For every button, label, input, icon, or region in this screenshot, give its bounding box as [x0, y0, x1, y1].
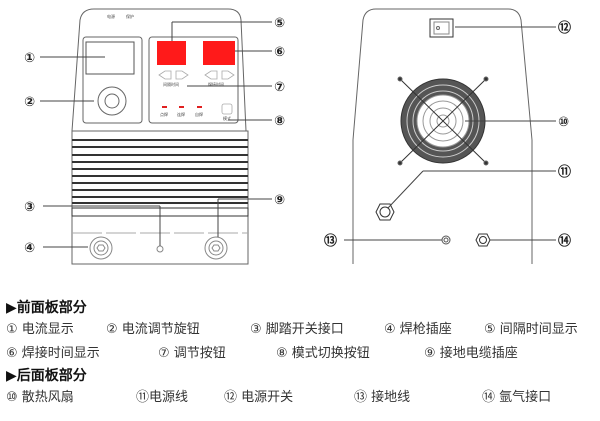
power-switch	[429, 18, 454, 38]
cooling-fins	[72, 139, 248, 204]
callout-3: ③	[24, 200, 35, 215]
interval-time-display	[157, 41, 186, 65]
legend-item: ④ 焊枪插座	[384, 322, 452, 337]
callout-13: ⑬	[324, 233, 337, 249]
back-housing	[352, 8, 533, 264]
label-continuous: 连焊	[177, 111, 185, 117]
interval-up-button[interactable]	[175, 70, 189, 80]
callout-10: ⑩	[558, 115, 569, 130]
callout-1: ①	[24, 51, 35, 66]
current-display	[85, 41, 135, 75]
foot-pedal-port-icon	[156, 245, 164, 253]
callout-4: ④	[24, 241, 35, 256]
legend-item: ⑧ 模式切换按钮	[276, 346, 370, 361]
led-continuous	[179, 106, 184, 108]
legend-item: ⑨ 接地电缆插座	[424, 346, 518, 361]
legend: ▶前面板部分 ① 电流显示 ② 电流调节旋钮 ③ 脚踏开关接口 ④ 焊枪插座 ⑤…	[6, 298, 600, 410]
weld-down-button[interactable]	[204, 70, 218, 80]
legend-item: ⑩ 散热风扇	[6, 390, 74, 405]
led-auto	[197, 106, 202, 108]
legend-item: ③ 脚踏开关接口	[250, 322, 344, 337]
argon-port-icon	[475, 233, 491, 247]
front-panel-title: ▶前面板部分	[6, 300, 87, 316]
label-interval-time: 间隔时间	[163, 81, 179, 87]
legend-item: ⑥ 焊接时间显示	[6, 346, 100, 361]
led-spot	[162, 106, 167, 108]
label-weld-time: 焊接时间	[208, 81, 224, 87]
label-power: 电源	[107, 13, 115, 19]
legend-item: ⑦ 调节按钮	[158, 346, 226, 361]
ground-terminal-icon	[441, 235, 451, 245]
front-top-housing	[71, 8, 247, 132]
callout-6: ⑥	[274, 45, 285, 60]
callout-7: ⑦	[274, 80, 285, 95]
right-panel	[148, 36, 239, 124]
callout-9: ⑨	[274, 193, 285, 208]
legend-item: ① 电流显示	[6, 322, 74, 337]
torch-socket-icon	[89, 236, 113, 260]
back-panel-title: ▶后面板部分	[6, 368, 87, 384]
label-spot: 点焊	[160, 111, 168, 117]
front-legend-row-1: ① 电流显示 ② 电流调节旋钮 ③ 脚踏开关接口 ④ 焊枪插座 ⑤ 间隔时间显示	[6, 318, 600, 342]
mode-button[interactable]	[221, 103, 233, 115]
machine-diagram: 电源 保护 间隔时间 焊接时间 点焊 连焊 自焊 模式 ① ② ③ ④ ⑤ ⑥ …	[24, 8, 571, 265]
ground-socket-icon	[204, 236, 228, 260]
callout-12: ⑫	[558, 20, 571, 36]
current-knob	[97, 86, 127, 116]
callout-5: ⑤	[274, 16, 285, 31]
callout-11: ⑪	[558, 164, 571, 180]
legend-item: ⑬ 接地线	[354, 390, 411, 405]
weld-time-display	[203, 41, 235, 65]
back-legend-row: ⑩ 散热风扇 ⑪电源线 ⑫ 电源开关 ⑬ 接地线 ⑭ 氩气接口	[6, 386, 600, 410]
callout-8: ⑧	[274, 114, 285, 129]
legend-item: ② 电流调节旋钮	[106, 322, 200, 337]
weld-up-button[interactable]	[221, 70, 235, 80]
legend-item: ⑫ 电源开关	[224, 390, 294, 405]
legend-item: ⑪电源线	[136, 390, 189, 405]
callout-2: ②	[24, 95, 35, 110]
legend-item: ⑭ 氩气接口	[482, 390, 552, 405]
label-auto: 自焊	[195, 111, 203, 117]
power-cord-gland-icon	[375, 203, 395, 221]
front-legend-row-2: ⑥ 焊接时间显示 ⑦ 调节按钮 ⑧ 模式切换按钮 ⑨ 接地电缆插座	[6, 342, 600, 366]
left-panel	[82, 36, 143, 124]
interval-down-button[interactable]	[158, 70, 172, 80]
legend-item: ⑤ 间隔时间显示	[484, 322, 578, 337]
label-protect: 保护	[126, 13, 134, 19]
cooling-fan-icon	[397, 76, 489, 166]
label-mode: 模式	[223, 115, 231, 121]
callout-14: ⑭	[558, 233, 571, 249]
